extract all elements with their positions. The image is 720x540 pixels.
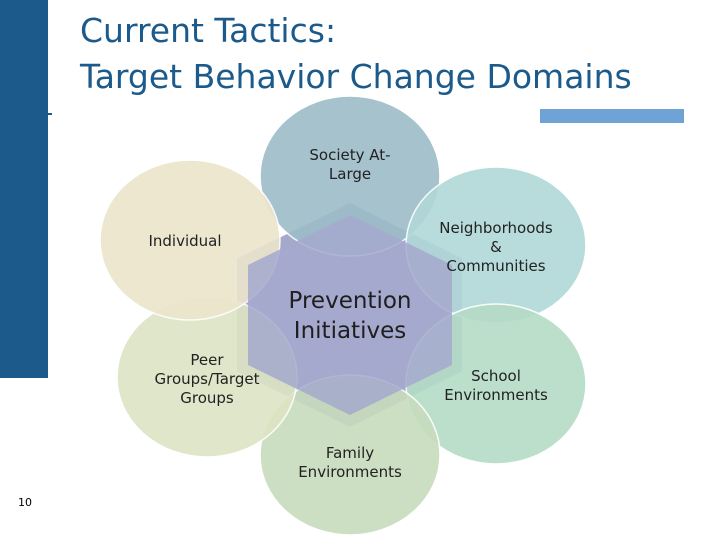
node-peer-label-line-2: Groups/Target xyxy=(154,370,260,388)
center-label: Prevention Initiatives xyxy=(270,286,430,346)
center-hexagon-overlay xyxy=(248,215,452,415)
title-rule-right xyxy=(540,109,684,123)
slide-title: Current Tactics: Target Behavior Change … xyxy=(80,8,700,100)
node-family-label: Family Environments xyxy=(280,444,420,482)
node-peer-label: Peer Groups/Target Groups xyxy=(137,351,277,408)
node-individual-label-line-1: Individual xyxy=(148,232,222,250)
node-family-label-line-2: Environments xyxy=(298,463,402,481)
center-label-line-1: Prevention xyxy=(288,288,412,314)
node-neighborhoods-label: Neighborhoods & Communities xyxy=(426,219,566,276)
left-accent-bar xyxy=(0,0,48,378)
node-neighborhoods-label-line-3: Communities xyxy=(446,257,546,275)
title-line-1: Current Tactics: xyxy=(80,11,337,50)
node-peer-label-line-3: Groups xyxy=(180,389,234,407)
node-peer-label-line-1: Peer xyxy=(190,351,224,369)
node-society-label-line-2: Large xyxy=(328,165,372,183)
node-school-label-line-1: School xyxy=(471,367,521,385)
title-line-2: Target Behavior Change Domains xyxy=(80,57,632,96)
node-school-label: School Environments xyxy=(426,367,566,405)
node-neighborhoods-label-line-2: & xyxy=(490,238,502,256)
node-neighborhoods-label-line-1: Neighborhoods xyxy=(439,219,553,237)
node-individual-label: Individual xyxy=(130,232,240,251)
node-society-label-line-1: Society At- xyxy=(309,146,391,164)
node-society-label: Society At- Large xyxy=(290,146,410,184)
center-label-line-2: Initiatives xyxy=(293,318,407,344)
node-individual-circle xyxy=(99,159,281,321)
node-school-label-line-2: Environments xyxy=(444,386,548,404)
page-number: 10 xyxy=(18,496,32,509)
title-rule-left xyxy=(30,113,52,115)
node-family-label-line-1: Family xyxy=(325,444,375,462)
